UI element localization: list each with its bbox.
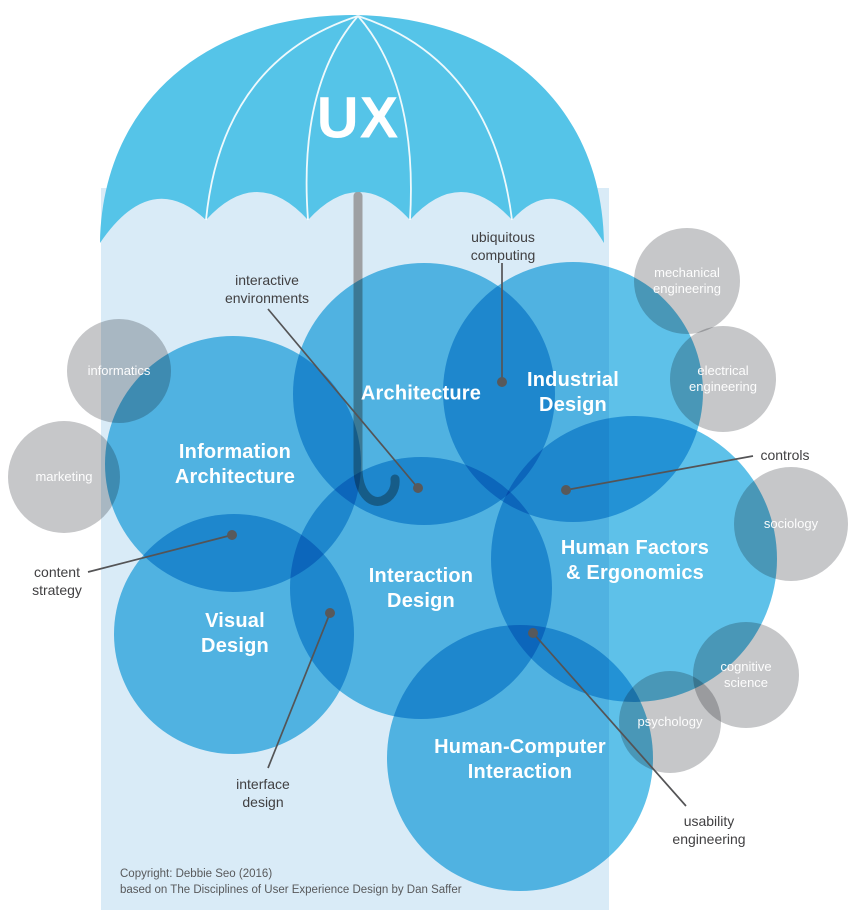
related-field-circle-sociology — [734, 467, 848, 581]
related-field-label-marketing: marketing — [35, 469, 93, 484]
related-field-circle-mechanical-engineering — [634, 228, 740, 334]
related-field-label-psychology: psychology — [637, 714, 703, 729]
annotation-label-controls: controls — [760, 447, 810, 463]
related-field-label-sociology: sociology — [763, 516, 819, 531]
related-field-circle-cognitive-science — [693, 622, 799, 728]
copyright-footer: Copyright: Debbie Seo (2016) based on Th… — [120, 866, 462, 898]
ux-title: UX — [316, 85, 400, 151]
umbrella-shade-column — [101, 188, 609, 910]
attribution-line: based on The Disciplines of User Experie… — [120, 884, 462, 896]
related-field-circle-electrical-engineering — [670, 326, 776, 432]
related-field-circle-psychology — [619, 671, 721, 773]
copyright-line: Copyright: Debbie Seo (2016) — [120, 868, 273, 880]
